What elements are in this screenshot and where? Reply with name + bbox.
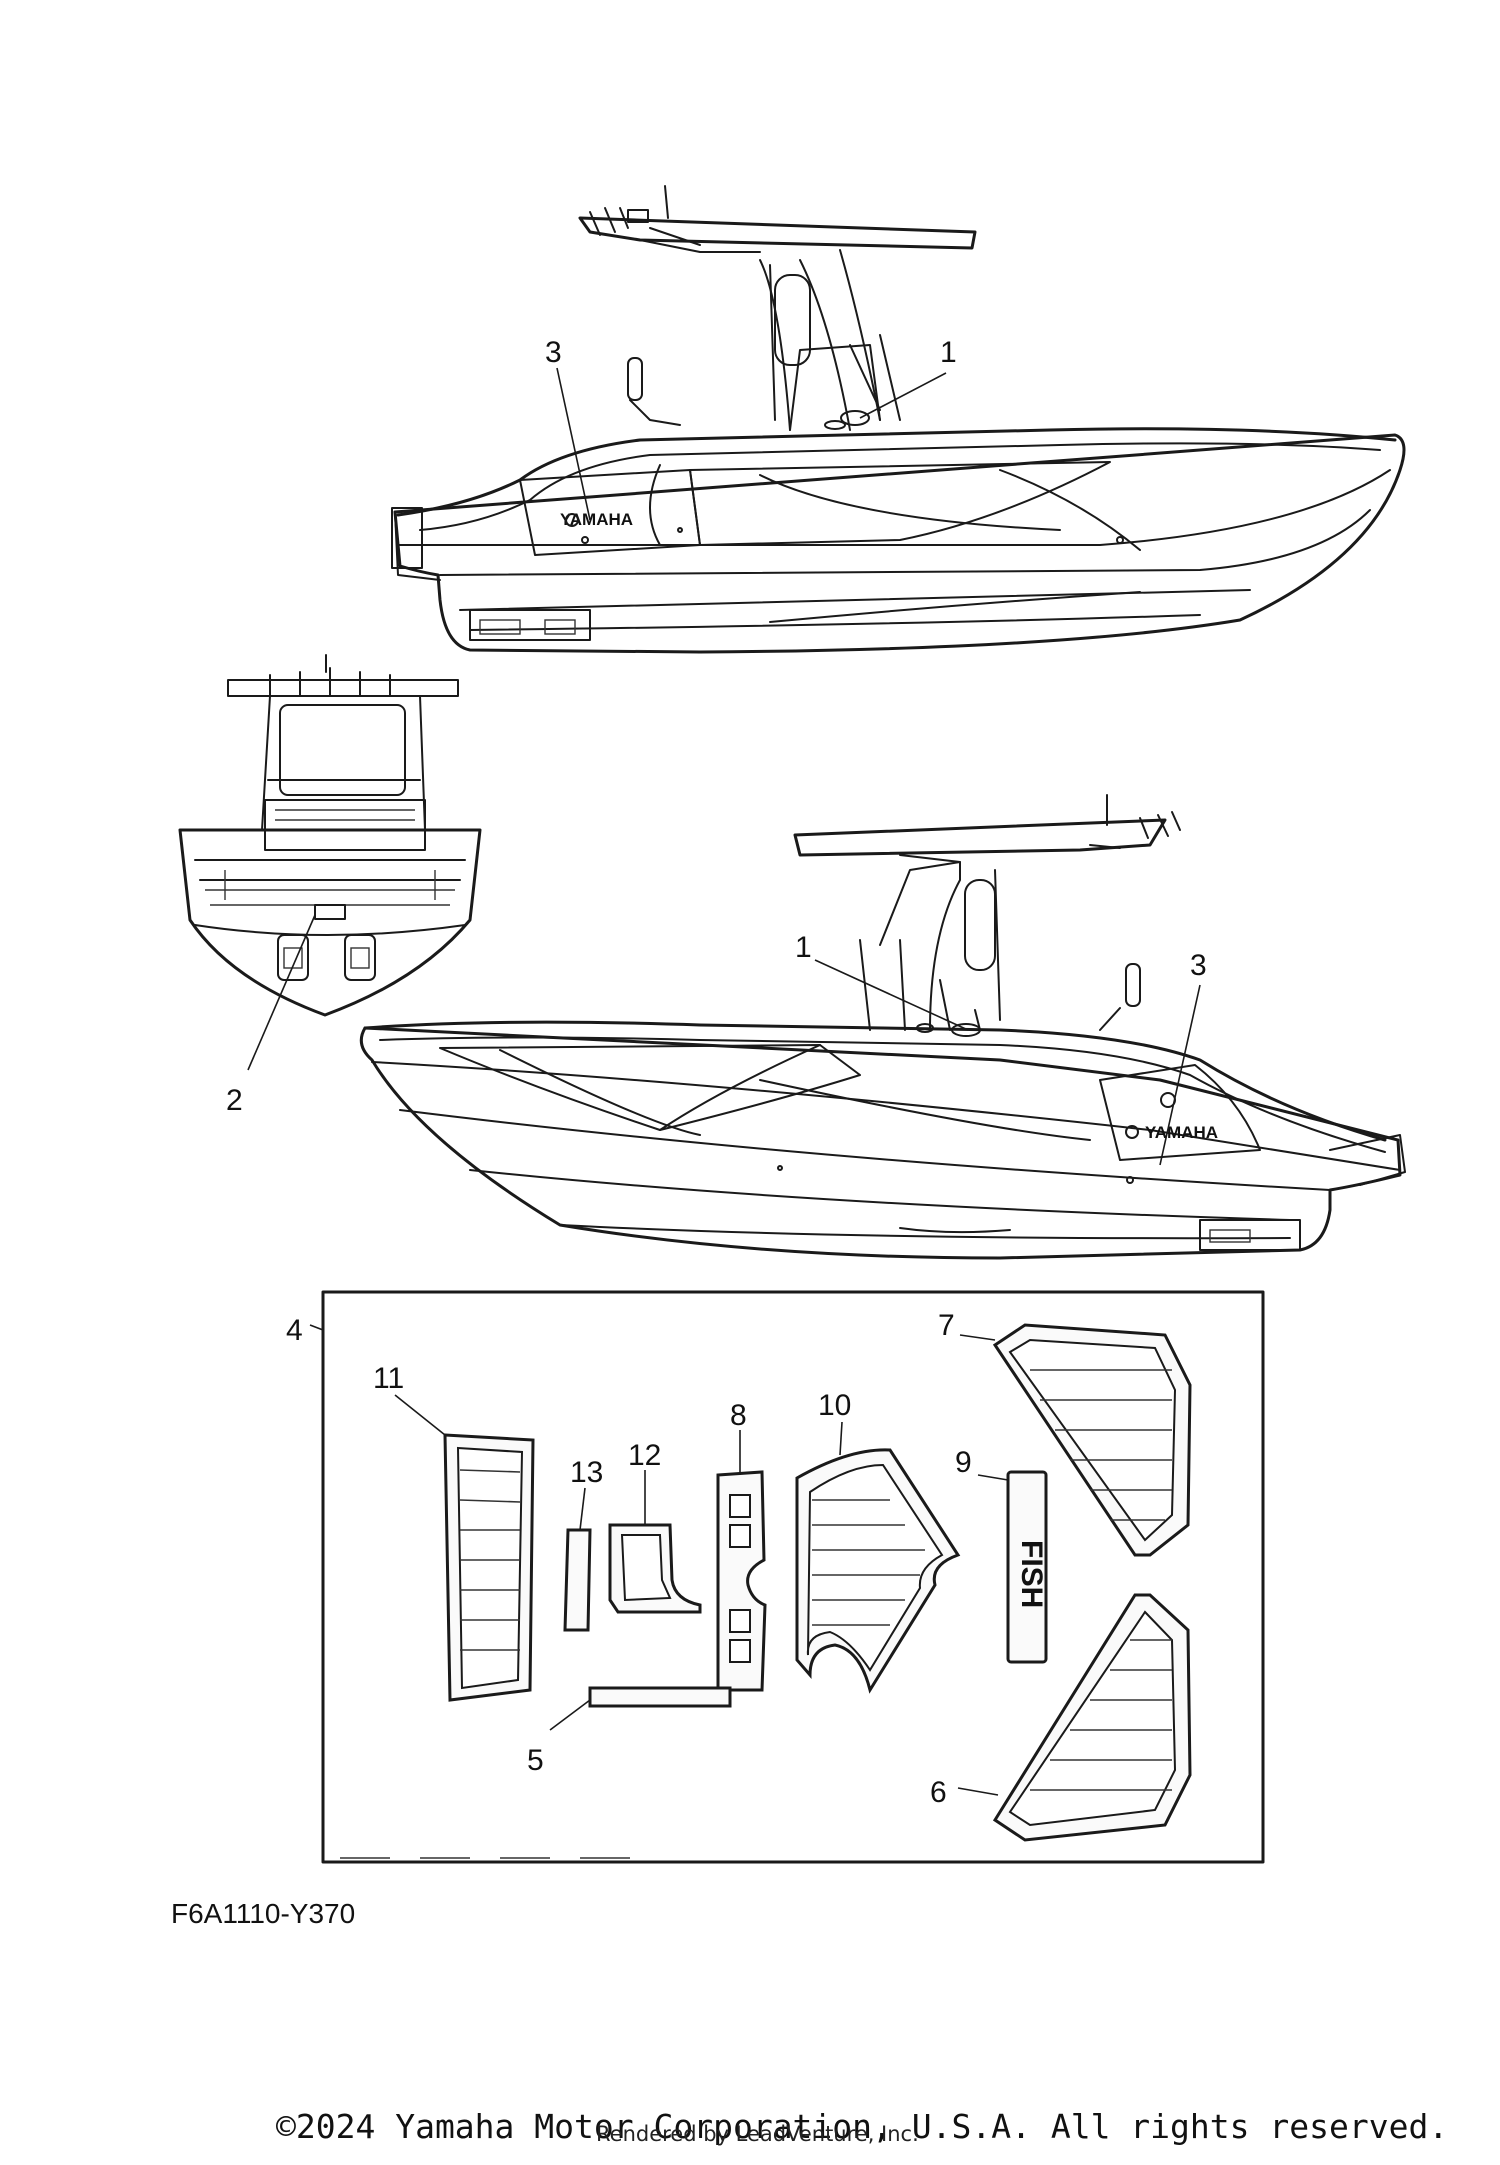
pad-7 xyxy=(992,1323,1192,1557)
callout-8: 8 xyxy=(730,1399,747,1432)
callout-1-top: 1 xyxy=(940,336,957,369)
callout-5: 5 xyxy=(527,1744,544,1777)
pad-12 xyxy=(608,1523,702,1614)
callout-9: 9 xyxy=(955,1446,972,1479)
callout-11: 11 xyxy=(373,1362,404,1395)
figure-code: F6A1110-Y370 xyxy=(171,1898,356,1929)
callout-12: 12 xyxy=(628,1439,661,1472)
callout-13: 13 xyxy=(570,1456,603,1489)
copyright-notice: ©2024 Yamaha Motor Corporation, U.S.A. A… xyxy=(276,2107,1449,2146)
callout-7: 7 xyxy=(938,1309,955,1342)
pad-kit-frame xyxy=(321,1290,1265,1864)
boat-side-view-bottom: YAMAHA xyxy=(359,794,1406,1260)
fish-label: FISH xyxy=(1015,1540,1048,1608)
boat-stern-view xyxy=(178,654,482,1017)
pad-13 xyxy=(563,1528,592,1632)
callout-1-bottom: 1 xyxy=(795,931,812,964)
callout-4: 4 xyxy=(286,1314,303,1347)
pad-8 xyxy=(716,1470,767,1692)
callout-2: 2 xyxy=(226,1084,243,1117)
callout-10: 10 xyxy=(818,1389,851,1422)
brand-label-bottom: YAMAHA xyxy=(1145,1123,1218,1142)
pad-6 xyxy=(992,1593,1192,1842)
callout-3-top: 3 xyxy=(545,336,562,369)
pad-11 xyxy=(443,1433,535,1702)
pad-10 xyxy=(795,1448,961,1694)
rendered-by: Rendered by LeadVenture, Inc. xyxy=(596,2122,919,2146)
brand-label-top: YAMAHA xyxy=(560,510,633,529)
callout-3-bottom: 3 xyxy=(1190,949,1207,982)
boat-side-view-top: YAMAHA xyxy=(391,185,1406,654)
pad-9: FISH xyxy=(1006,1470,1048,1664)
callout-6: 6 xyxy=(930,1776,947,1809)
pad-5 xyxy=(588,1686,732,1708)
